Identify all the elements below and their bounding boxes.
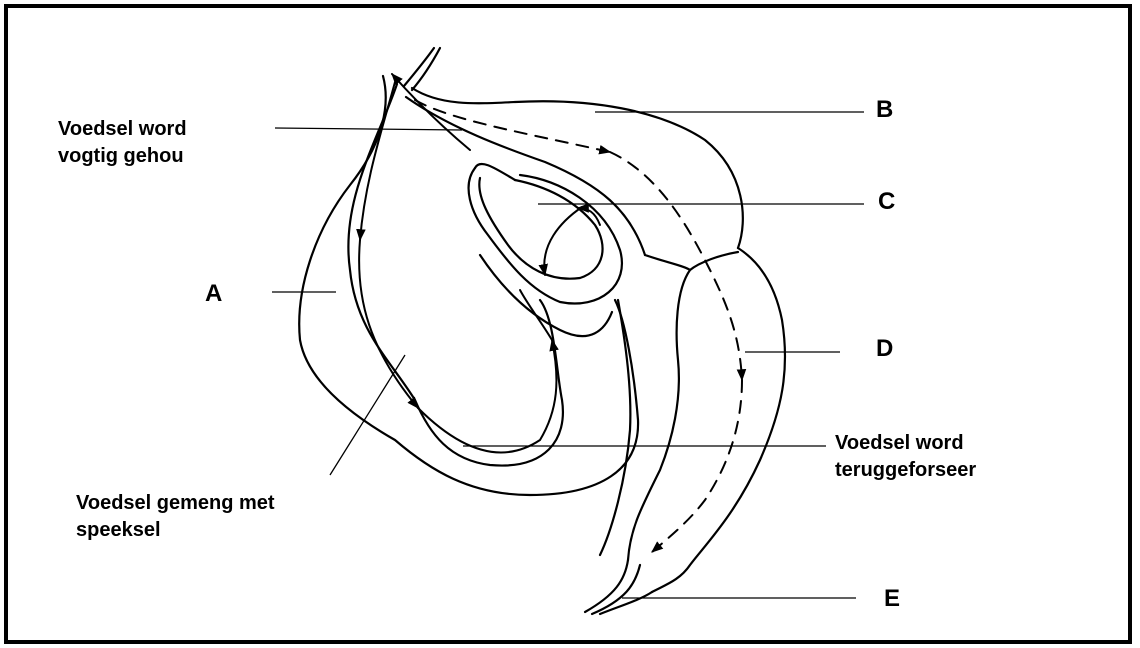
flow-arrow-rumen-down xyxy=(359,240,418,408)
fold-c-inner xyxy=(479,178,602,279)
esophagus-right-wall xyxy=(412,48,440,90)
annotation-mixed: Voedsel gemeng met speeksel xyxy=(76,490,275,544)
annotation-forced-line2: teruggeforseer xyxy=(835,457,976,484)
leader-moist xyxy=(275,128,462,130)
annotation-mixed-line1: Voedsel gemeng met xyxy=(76,490,275,517)
annotation-forced: Voedsel word teruggeforseer xyxy=(835,430,976,484)
annotation-moist-line2: vogtig gehou xyxy=(58,143,187,170)
abomasum-inner-right xyxy=(690,252,738,270)
label-e: E xyxy=(884,585,900,612)
annotation-moist: Voedsel word vogtig gehou xyxy=(58,116,187,170)
leader-mixed xyxy=(330,355,405,475)
dashed-path-lower xyxy=(652,380,742,552)
annotation-moist-line1: Voedsel word xyxy=(58,116,187,143)
abomasum-outer xyxy=(652,248,785,592)
label-b: B xyxy=(876,96,893,123)
outer-contour xyxy=(299,76,638,495)
outlet-tube-1 xyxy=(585,560,628,612)
label-d: D xyxy=(876,335,893,362)
dashed-path-upper xyxy=(415,100,610,152)
label-c: C xyxy=(878,188,895,215)
annotation-mixed-line2: speeksel xyxy=(76,517,275,544)
inner-cavity-wall xyxy=(348,84,563,466)
flow-arrow-rumen-up xyxy=(418,340,556,452)
label-a: A xyxy=(205,280,222,307)
flow-arrow-fold-loop xyxy=(544,207,582,275)
annotation-forced-line1: Voedsel word xyxy=(835,430,976,457)
